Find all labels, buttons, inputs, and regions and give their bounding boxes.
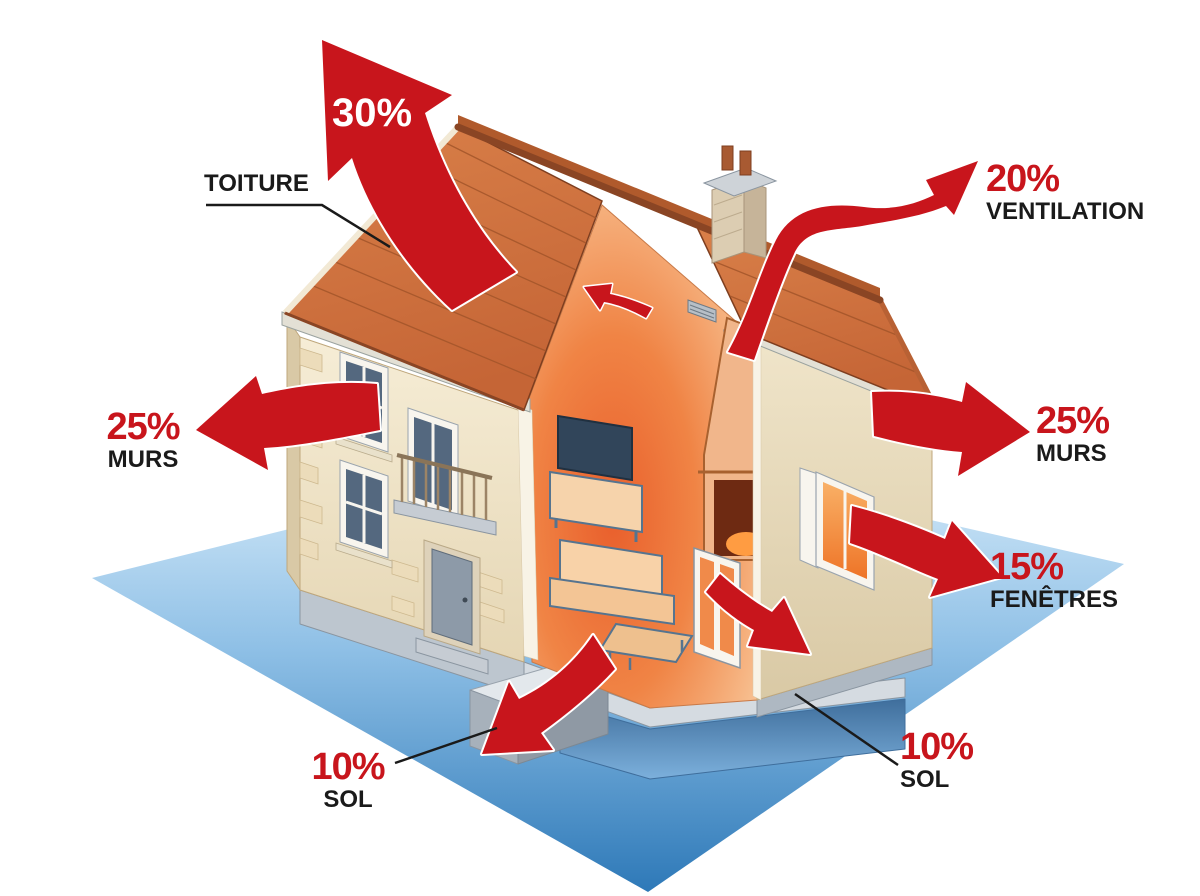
sofa <box>549 538 675 626</box>
sol-right-percent: 10% <box>900 726 974 768</box>
roof-heat-arrow-icon <box>320 38 518 312</box>
entrance-door <box>415 539 489 675</box>
chimney-pot-icon <box>739 150 752 176</box>
murs-right-label: MURS <box>1036 439 1107 467</box>
ventilation-percent: 20% <box>986 158 1060 200</box>
sol-left-leader-line <box>394 726 498 765</box>
toiture-leader-line <box>206 203 391 249</box>
walls-left-heat-arrow-icon <box>194 374 382 472</box>
label-sol-right: 10% SOL <box>900 726 974 793</box>
toiture-percent: 30% <box>332 91 412 135</box>
label-toiture: TOITURE <box>204 170 309 197</box>
toiture-label: TOITURE <box>204 170 309 197</box>
leader-lines <box>206 203 899 767</box>
fenetres-percent: 15% <box>990 546 1064 588</box>
fenetres-label: FENÊTRES <box>990 585 1119 613</box>
sol-right-leader-line <box>794 692 899 767</box>
balcony <box>393 407 497 536</box>
label-ventilation: 20% VENTILATION <box>986 158 1145 225</box>
facade-window-lower <box>335 459 393 569</box>
basement <box>559 698 906 780</box>
sol-right-label: SOL <box>900 765 950 793</box>
coffee-table <box>598 622 694 670</box>
murs-left-label: MURS <box>107 445 179 473</box>
window-leak-arrow-icon <box>704 572 812 656</box>
heat-arrows <box>194 38 1032 756</box>
murs-right-percent: 25% <box>1036 400 1110 442</box>
ventilation-heat-arrow-icon <box>726 159 980 362</box>
label-fenetres: 15% FENÊTRES <box>990 546 1119 613</box>
tv-stand <box>549 414 643 542</box>
sol-left-percent: 10% <box>311 746 385 788</box>
floor-heat-arrow-icon <box>480 633 617 756</box>
indoor-air-arrow-icon <box>582 282 654 320</box>
walls-right-heat-arrow-icon <box>870 380 1032 478</box>
tv <box>557 414 633 482</box>
ridge-cap <box>454 123 884 304</box>
chimney-cap <box>702 167 778 197</box>
chimney-pot-icon <box>721 145 734 171</box>
murs-left-percent: 25% <box>106 406 180 448</box>
sol-left-label: SOL <box>323 785 373 813</box>
ventilation-label: VENTILATION <box>986 197 1145 225</box>
windows-heat-arrow-icon <box>848 504 1004 599</box>
label-murs-right: 25% MURS <box>1036 400 1110 467</box>
label-sol-left: 10% SOL <box>303 746 393 813</box>
open-casement <box>799 467 819 569</box>
chimney <box>702 145 778 264</box>
label-murs-left: 25% MURS <box>98 406 188 473</box>
